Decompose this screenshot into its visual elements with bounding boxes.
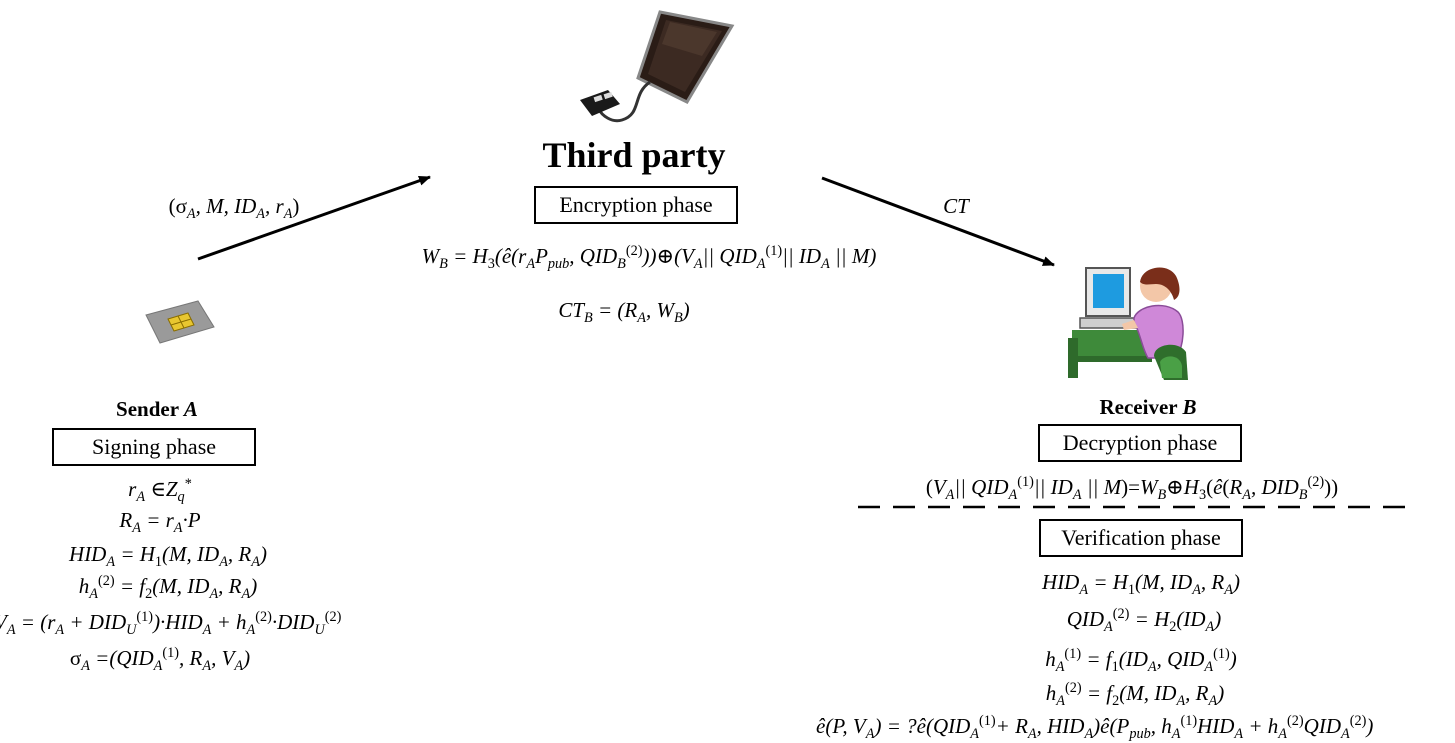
eq-ha2-receiver: hA(2) = f2(M, IDA, RA): [1045, 680, 1225, 710]
eq-ra-choice: rA ∈Zq*: [128, 476, 192, 506]
eq-qida2: QIDA(2) = H2(IDA): [1066, 606, 1222, 636]
eq-sigma: σA =(QIDA(1), RA, VA): [69, 645, 251, 675]
person-at-computer-icon: [1068, 267, 1188, 380]
decryption-phase-box: Decryption phase: [1038, 424, 1242, 462]
third-party-title: Third party: [542, 135, 726, 175]
eq-va: VA = (rA + DIDU(1))·HIDA + hA(2)·DIDU(2): [0, 609, 342, 639]
receiver-title: Receiver B: [1099, 395, 1197, 419]
sim-card-icon: [145, 300, 215, 344]
arrow-sender-to-third-party: [197, 175, 431, 261]
eq-wb: WB = H3(ê(rAPpub, QIDB(2)))⊕(VA|| QIDA(1…: [421, 243, 877, 273]
eq-decrypt: (VA|| QIDA(1)|| IDA || M)=WB⊕H3(ê(RA, DI…: [925, 474, 1339, 504]
eq-ha1: hA(1) = f1(IDA, QIDA(1)): [1045, 646, 1237, 676]
arrow-label-ct: CT: [943, 194, 969, 218]
eq-ha2-sender: hA(2) = f2(M, IDA, RA): [78, 573, 258, 603]
eq-hida-receiver: HIDA = H1(M, IDA, RA): [1042, 570, 1240, 599]
encryption-phase-box: Encryption phase: [534, 186, 738, 224]
signing-phase-box: Signing phase: [52, 428, 256, 466]
eq-hida-sender: HIDA = H1(M, IDA, RA): [69, 542, 267, 571]
arrow-label-sender: (σA, M, IDA, rA): [168, 194, 300, 223]
arrow-third-party-to-receiver: [821, 176, 1055, 267]
verification-phase-box: Verification phase: [1039, 519, 1243, 557]
smartphone-with-card-reader-icon: [580, 10, 735, 123]
eq-ctb: CTB = (RA, WB): [558, 298, 690, 327]
eq-ra: RA = rA·P: [119, 508, 201, 537]
sender-title: Sender A: [116, 397, 198, 421]
eq-verify: ê(P, VA) = ?ê(QIDA(1)+ RA, HIDA)ê(Ppub, …: [816, 713, 1374, 743]
